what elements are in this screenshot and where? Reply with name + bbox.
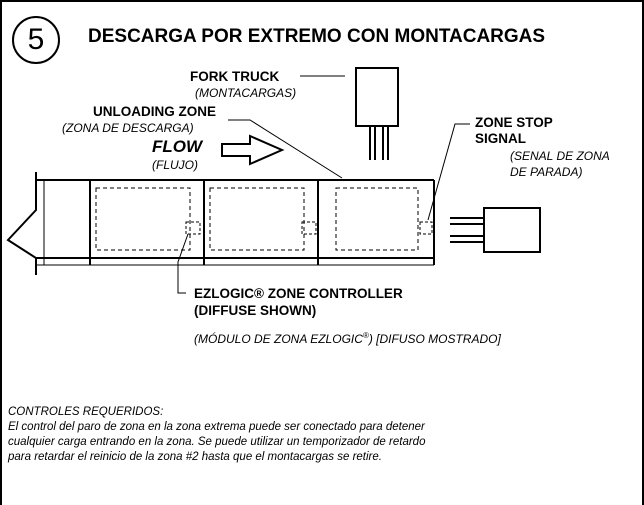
conveyor-break-symbol (6, 172, 37, 275)
zone-stop-signal-label-es-line2: DE PARADA) (510, 165, 583, 179)
fork-truck-label: FORK TRUCK (190, 69, 280, 84)
zone-stop-signal-label-es-line1: (SENAL DE ZONA (510, 149, 610, 163)
fork-truck-top-body (355, 67, 399, 127)
frame-right-border (642, 0, 644, 505)
notes-heading: CONTROLES REQUERIDOS: (8, 406, 164, 418)
notes-line-1: El control del paro de zona en la zona e… (8, 421, 425, 433)
fork-truck-label-es: (MONTACARGAS) (195, 86, 297, 100)
zone-stop-signal-label-line2: SIGNAL (475, 131, 527, 146)
zone-3-load (335, 187, 419, 251)
controller-leader (177, 233, 189, 294)
zone-controller-1 (185, 221, 201, 235)
flow-arrow (221, 134, 285, 166)
frame-left-border (0, 0, 2, 505)
zone-controller-label-line1: EZLOGIC® ZONE CONTROLLER (194, 286, 403, 301)
flow-label-es: (FLUJO) (152, 158, 198, 172)
unloading-zone-label: UNLOADING ZONE (93, 104, 216, 119)
zone-stop-leader (427, 123, 470, 221)
diagram-title: DESCARGA POR EXTREMO CON MONTACARGAS (88, 26, 546, 47)
unloading-zone-leader (228, 119, 343, 179)
notes-line-3: para retardar el reinicio de la zona #2 … (8, 451, 382, 463)
zone-controller-3 (419, 221, 433, 235)
zone-controller-label-es-b: ) [DIFUSO MOSTRADO] (368, 332, 501, 346)
unloading-zone-label-es: (ZONA DE DESCARGA) (62, 121, 194, 135)
registered-mark: ® (362, 331, 369, 340)
zone-1-load (95, 187, 191, 251)
fork-truck-end-body (483, 207, 541, 253)
zone-stop-signal-label-line1: ZONE STOP (475, 115, 553, 130)
frame-top-border (0, 0, 644, 2)
zone-2-load (209, 187, 305, 251)
zone-controller-label-es: (MÓDULO DE ZONA EZLOGIC®) [DIFUSO MOSTRA… (194, 331, 501, 346)
zone-controller-2 (301, 221, 317, 235)
required-controls-notes: CONTROLES REQUERIDOS: El control del par… (8, 405, 628, 465)
step-number-badge: 5 (12, 16, 60, 64)
flow-label: FLOW (152, 137, 203, 156)
notes-line-2: cualquier carga entrando en la zona. Se … (8, 436, 426, 448)
zone-controller-label-line2: (DIFFUSE SHOWN) (194, 303, 317, 318)
zone-controller-label-es-a: (MÓDULO DE ZONA EZLOGIC (194, 332, 363, 346)
